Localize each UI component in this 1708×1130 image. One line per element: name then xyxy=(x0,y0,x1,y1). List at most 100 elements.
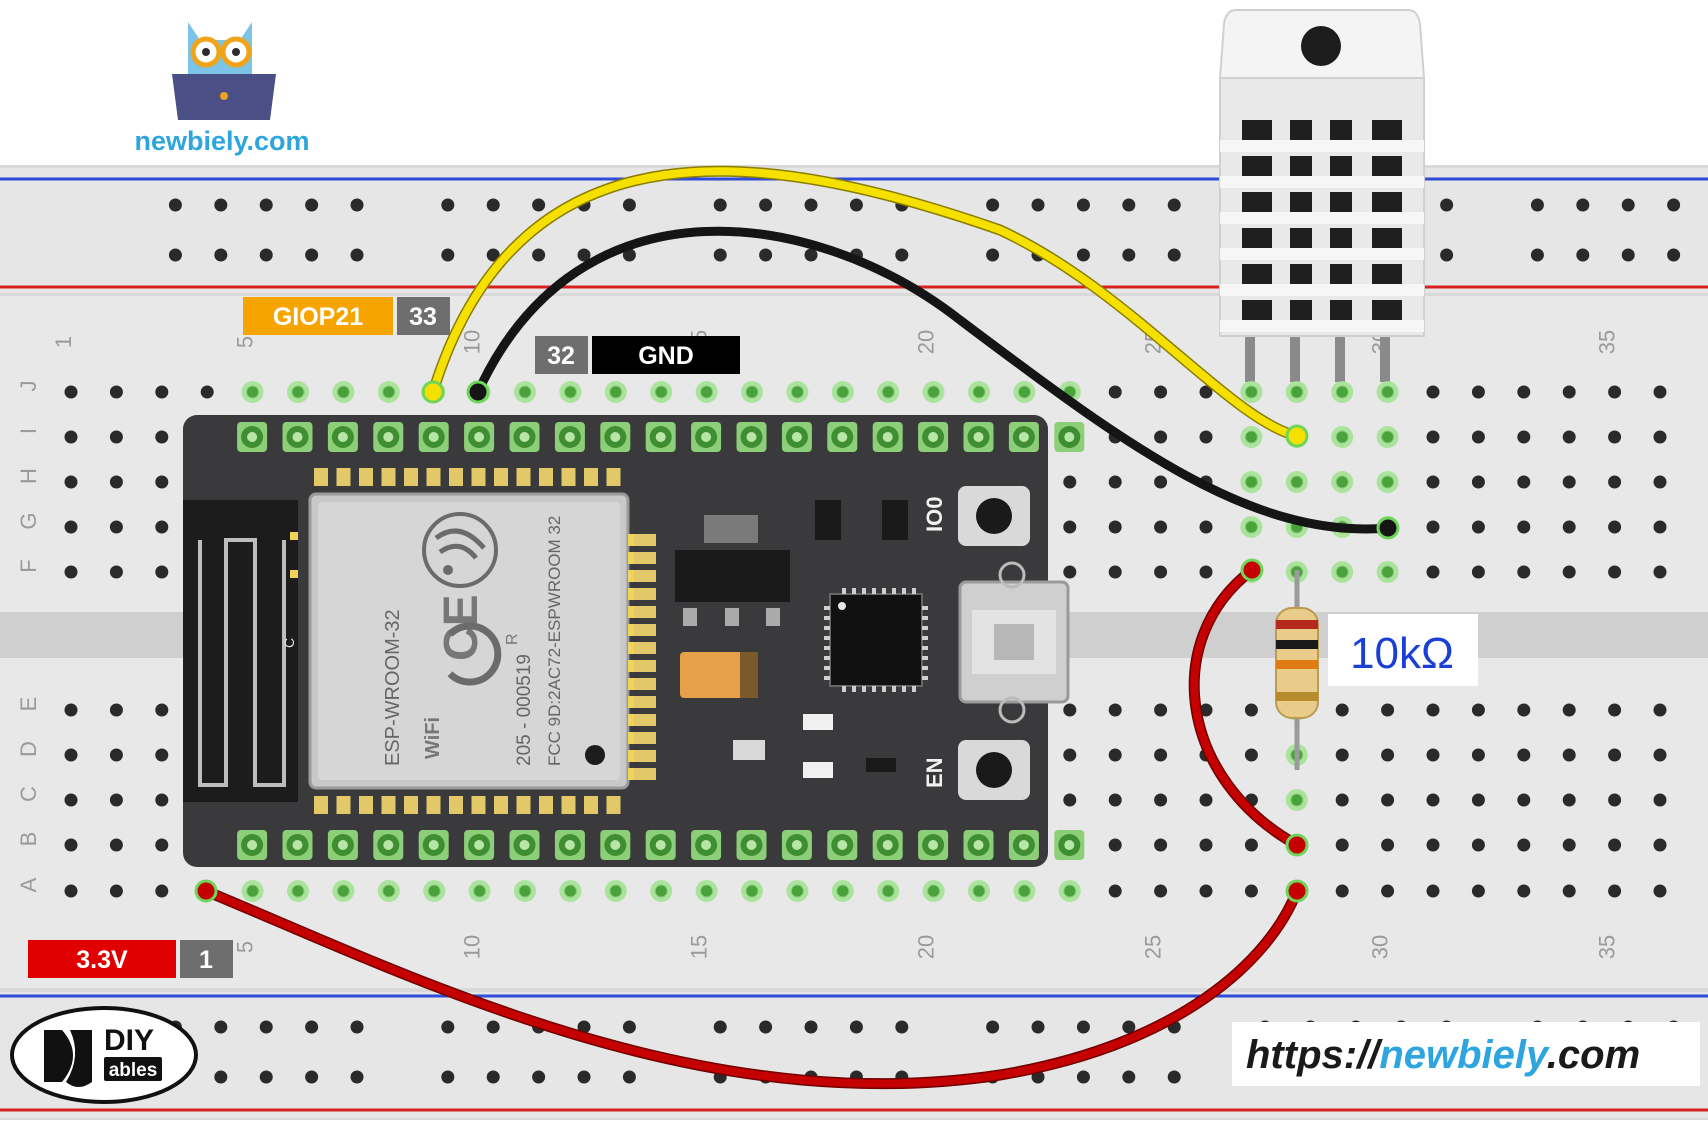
module-pad xyxy=(471,468,486,486)
terminal-hole xyxy=(1426,430,1440,444)
header-pin-core xyxy=(247,432,258,442)
connected-hole xyxy=(746,885,758,897)
rail-hole xyxy=(849,198,863,212)
terminal-hole xyxy=(1199,703,1213,717)
dht22-sensor xyxy=(1219,9,1425,382)
module-pad xyxy=(404,468,418,486)
rail-hole xyxy=(804,1020,818,1034)
connected-hole xyxy=(1382,431,1394,443)
rail-hole xyxy=(1076,1070,1090,1084)
module-pad xyxy=(336,796,351,814)
rail-hole xyxy=(214,248,228,262)
module-side-pad xyxy=(628,750,634,762)
terminal-hole xyxy=(1562,838,1576,852)
rail-hole xyxy=(622,248,636,262)
terminal-hole xyxy=(1653,838,1667,852)
rail-hole xyxy=(1576,198,1590,212)
connected-hole xyxy=(1245,476,1257,488)
terminal-hole xyxy=(1608,520,1622,534)
terminal-hole xyxy=(1108,475,1122,489)
voltage-regulator xyxy=(675,515,790,626)
terminal-hole xyxy=(1608,430,1622,444)
ce-symbol-icon xyxy=(447,622,502,686)
chip-pin xyxy=(922,646,928,650)
connected-hole xyxy=(519,885,531,897)
header-pin-core xyxy=(474,840,485,850)
rail-hole xyxy=(350,1070,364,1084)
terminal-hole xyxy=(1471,793,1485,807)
terminal-hole xyxy=(64,475,78,489)
terminal-hole xyxy=(64,385,78,399)
header-pin-core xyxy=(292,840,303,850)
rail-hole xyxy=(305,1070,319,1084)
rail-hole xyxy=(441,198,455,212)
terminal-hole xyxy=(1471,520,1485,534)
grille-slot xyxy=(1242,264,1272,286)
column-number: 20 xyxy=(914,330,939,354)
row-letter: J xyxy=(16,381,41,392)
connected-hole xyxy=(837,885,849,897)
terminal-hole xyxy=(1244,748,1258,762)
chip-pin xyxy=(824,606,830,610)
rail-hole xyxy=(259,248,273,262)
grille-slot xyxy=(1330,120,1352,142)
connected-hole xyxy=(1382,386,1394,398)
module-side-pad xyxy=(634,624,656,636)
rail-hole xyxy=(259,1020,273,1034)
rail-hole xyxy=(168,198,182,212)
module-side-pad xyxy=(634,642,656,654)
rail-hole xyxy=(259,1070,273,1084)
module-side-pad xyxy=(634,696,656,708)
header-pin-core xyxy=(973,432,984,442)
header-pin-core xyxy=(882,432,893,442)
module-side-pad xyxy=(628,714,634,726)
chip-pin xyxy=(824,626,830,630)
chip-pin xyxy=(902,686,906,692)
chip-pin xyxy=(824,656,830,660)
grille-slot xyxy=(1290,228,1312,250)
chip-pin xyxy=(882,588,886,594)
grille-slot xyxy=(1372,228,1402,250)
module-pad xyxy=(516,796,531,814)
chip-pin xyxy=(882,686,886,692)
chip-pin xyxy=(824,636,830,640)
row-letter: G xyxy=(16,512,41,529)
site-url: https://newbiely.com xyxy=(1232,1022,1700,1086)
rail-hole xyxy=(486,1020,500,1034)
wire-end xyxy=(1376,516,1400,540)
module-pad xyxy=(314,468,328,486)
chip-pin xyxy=(852,686,856,692)
terminal-hole xyxy=(1471,703,1485,717)
terminal-hole xyxy=(1608,385,1622,399)
terminal-hole xyxy=(1108,748,1122,762)
chip-pin xyxy=(824,616,830,620)
module-pad xyxy=(404,796,418,814)
terminal-hole xyxy=(1335,703,1349,717)
terminal-hole xyxy=(1517,520,1531,534)
terminal-hole xyxy=(1517,793,1531,807)
wire-end xyxy=(194,879,218,903)
rail-hole xyxy=(849,1020,863,1034)
connected-hole xyxy=(474,885,486,897)
terminal-hole xyxy=(1154,884,1168,898)
terminal-hole xyxy=(1653,793,1667,807)
module-side-pad xyxy=(634,552,656,564)
module-side-pad xyxy=(628,624,634,636)
chip-pin xyxy=(892,588,896,594)
terminal-hole xyxy=(1426,793,1440,807)
terminal-hole xyxy=(1381,793,1395,807)
url-suffix: .com xyxy=(1547,1033,1640,1077)
rail-hole xyxy=(1440,248,1454,262)
connected-hole xyxy=(1336,476,1348,488)
terminal-hole xyxy=(1426,385,1440,399)
connected-hole xyxy=(655,885,667,897)
header-pin-core xyxy=(564,840,575,850)
terminal-hole xyxy=(1426,748,1440,762)
connected-hole xyxy=(701,386,713,398)
chip-pin xyxy=(922,676,928,680)
terminal-hole xyxy=(1244,703,1258,717)
rail-hole xyxy=(895,1020,909,1034)
module-pad xyxy=(449,796,463,814)
terminal-hole xyxy=(1244,884,1258,898)
row-letter: B xyxy=(16,832,41,847)
